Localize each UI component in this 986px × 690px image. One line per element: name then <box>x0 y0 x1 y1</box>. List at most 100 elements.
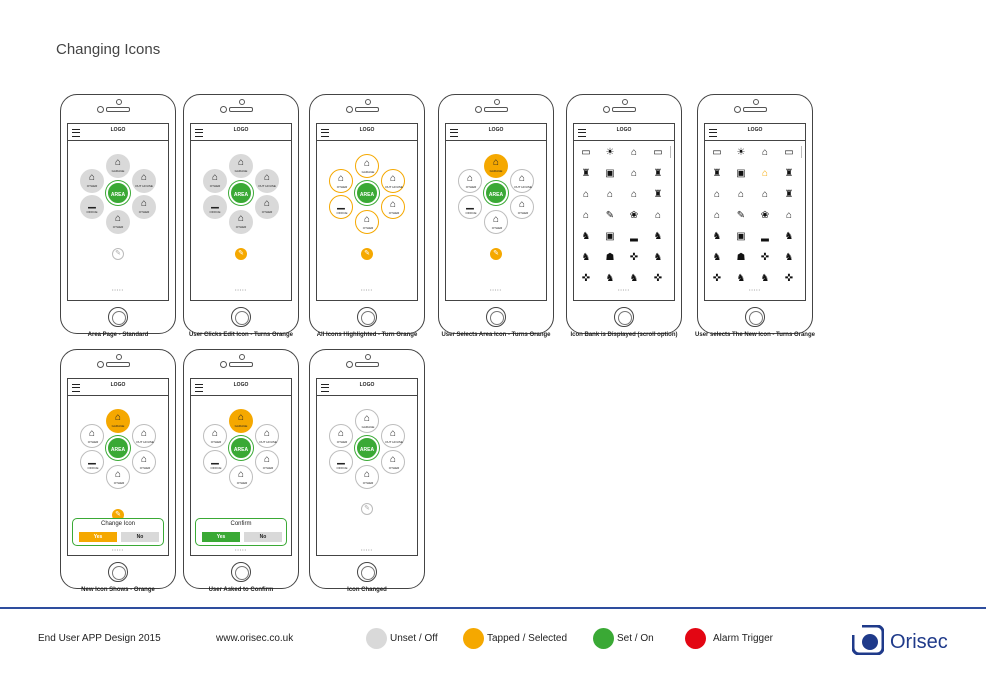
other-zone[interactable]: ⌂OTHER <box>255 195 279 219</box>
chair-icon[interactable]: ♜ <box>712 168 722 179</box>
cat-icon[interactable]: ♞ <box>581 252 591 263</box>
sun-icon[interactable]: ☀ <box>736 147 746 158</box>
chair-icon[interactable]: ♜ <box>784 168 794 179</box>
dog-icon[interactable]: ♞ <box>784 231 794 242</box>
garage-zone[interactable]: ⌂GARAGE <box>355 154 379 178</box>
edit-button[interactable]: ✎ <box>235 248 247 260</box>
table-icon[interactable]: ▭ <box>653 147 663 158</box>
table-icon[interactable]: ▭ <box>784 147 794 158</box>
other-zone[interactable]: ⌂OTHER <box>203 424 227 448</box>
gamepad-icon[interactable]: ✜ <box>581 273 591 284</box>
gamepad-icon[interactable]: ✜ <box>712 273 722 284</box>
house-heart-icon[interactable]: ⌂ <box>582 210 590 221</box>
table-icon[interactable]: ▭ <box>712 147 722 158</box>
area-button[interactable]: AREA <box>229 436 253 460</box>
menu-icon[interactable] <box>72 129 80 137</box>
garage-icon[interactable]: ⌂ <box>761 168 769 179</box>
house-icon[interactable]: ⌂ <box>713 189 721 200</box>
people-icon[interactable]: ☗ <box>605 252 615 263</box>
table-icon[interactable]: ▭ <box>581 147 591 158</box>
cat-icon[interactable]: ♞ <box>629 273 639 284</box>
garage-icon[interactable]: ⌂ <box>761 189 769 200</box>
other-zone[interactable]: ⌂OTHER <box>106 465 130 489</box>
website-link[interactable]: www.orisec.co.uk <box>216 633 294 644</box>
outhouse-zone[interactable]: ⌂OUT HOUSE <box>132 169 156 193</box>
menu-icon[interactable] <box>321 129 329 137</box>
house-icon[interactable]: ⌂ <box>654 210 662 221</box>
menu-icon[interactable] <box>578 129 586 137</box>
garage-zone[interactable]: ⌂GARAGE <box>229 154 253 178</box>
paw-icon[interactable]: ❀ <box>629 210 639 221</box>
menu-icon[interactable] <box>195 384 203 392</box>
dog-icon[interactable]: ♞ <box>653 231 663 242</box>
outhouse-zone[interactable]: ⌂OUT HOUSE <box>132 424 156 448</box>
area-button[interactable]: AREA <box>229 181 253 205</box>
tv-icon[interactable]: ▣ <box>605 231 615 242</box>
garage-zone[interactable]: ⌂GARAGE <box>106 154 130 178</box>
office-zone[interactable]: ▁OFFICE <box>80 195 104 219</box>
other-zone[interactable]: ⌂OTHER <box>255 450 279 474</box>
menu-icon[interactable] <box>195 129 203 137</box>
menu-icon[interactable] <box>72 384 80 392</box>
menu-icon[interactable] <box>709 129 717 137</box>
warehouse-icon[interactable]: ⌂ <box>737 189 745 200</box>
other-zone[interactable]: ⌂OTHER <box>80 424 104 448</box>
gamepad-icon[interactable]: ✜ <box>784 273 794 284</box>
outhouse-zone[interactable]: ⌂OUT HOUSE <box>255 169 279 193</box>
gun-icon[interactable]: ✎ <box>736 210 746 221</box>
gamepad-icon[interactable]: ✜ <box>760 252 770 263</box>
cat-icon[interactable]: ♞ <box>712 252 722 263</box>
menu-icon[interactable] <box>450 129 458 137</box>
edit-button[interactable]: ✎ <box>112 248 124 260</box>
area-button[interactable]: AREA <box>355 436 379 460</box>
other-zone[interactable]: ⌂OTHER <box>329 424 353 448</box>
chair-icon[interactable]: ♜ <box>784 189 794 200</box>
other-zone[interactable]: ⌂OTHER <box>458 169 482 193</box>
sun-icon[interactable]: ☀ <box>605 147 615 158</box>
office-zone[interactable]: ▁OFFICE <box>203 195 227 219</box>
other-zone[interactable]: ⌂OTHER <box>229 210 253 234</box>
gamepad-icon[interactable]: ✜ <box>653 273 663 284</box>
house-2-icon[interactable]: ⌂ <box>630 147 638 158</box>
scrollbar[interactable] <box>670 146 671 158</box>
other-zone[interactable]: ⌂OTHER <box>381 195 405 219</box>
other-zone[interactable]: ⌂OTHER <box>355 465 379 489</box>
dog-icon[interactable]: ♞ <box>712 231 722 242</box>
no-button[interactable]: No <box>244 532 282 542</box>
house-2-icon[interactable]: ⌂ <box>761 147 769 158</box>
paw-icon[interactable]: ❀ <box>760 210 770 221</box>
area-button[interactable]: AREA <box>484 181 508 205</box>
garage-zone[interactable]: ⌂GARAGE <box>484 154 508 178</box>
cat-icon[interactable]: ♞ <box>760 273 770 284</box>
boat-icon[interactable]: ▂ <box>630 231 638 242</box>
outhouse-zone[interactable]: ⌂OUT HOUSE <box>381 424 405 448</box>
warehouse-icon[interactable]: ⌂ <box>606 189 614 200</box>
area-button[interactable]: AREA <box>106 181 130 205</box>
people-icon[interactable]: ☗ <box>736 252 746 263</box>
area-button[interactable]: AREA <box>355 181 379 205</box>
gun-icon[interactable]: ✎ <box>605 210 615 221</box>
garage-zone[interactable]: ⌂GARAGE <box>106 409 130 433</box>
cat-icon[interactable]: ♞ <box>736 273 746 284</box>
outhouse-zone[interactable]: ⌂OUT HOUSE <box>381 169 405 193</box>
no-button[interactable]: No <box>121 532 159 542</box>
garage-zone[interactable]: ⌂GARAGE <box>229 409 253 433</box>
outhouse-zone[interactable]: ⌂OUT HOUSE <box>255 424 279 448</box>
menu-icon[interactable] <box>321 384 329 392</box>
cat-icon[interactable]: ♞ <box>605 273 615 284</box>
office-zone[interactable]: ▁OFFICE <box>80 450 104 474</box>
area-button[interactable]: AREA <box>106 436 130 460</box>
other-zone[interactable]: ⌂OTHER <box>510 195 534 219</box>
other-zone[interactable]: ⌂OTHER <box>203 169 227 193</box>
house-icon[interactable]: ⌂ <box>785 210 793 221</box>
garage-icon[interactable]: ⌂ <box>630 168 638 179</box>
chair-icon[interactable]: ♜ <box>653 189 663 200</box>
gamepad-icon[interactable]: ✜ <box>629 252 639 263</box>
cat-icon[interactable]: ♞ <box>653 252 663 263</box>
cat-icon[interactable]: ♞ <box>784 252 794 263</box>
bag-icon[interactable]: ▣ <box>605 168 615 179</box>
edit-button[interactable]: ✎ <box>361 503 373 515</box>
office-zone[interactable]: ▁OFFICE <box>458 195 482 219</box>
edit-button[interactable]: ✎ <box>361 248 373 260</box>
other-zone[interactable]: ⌂OTHER <box>355 210 379 234</box>
